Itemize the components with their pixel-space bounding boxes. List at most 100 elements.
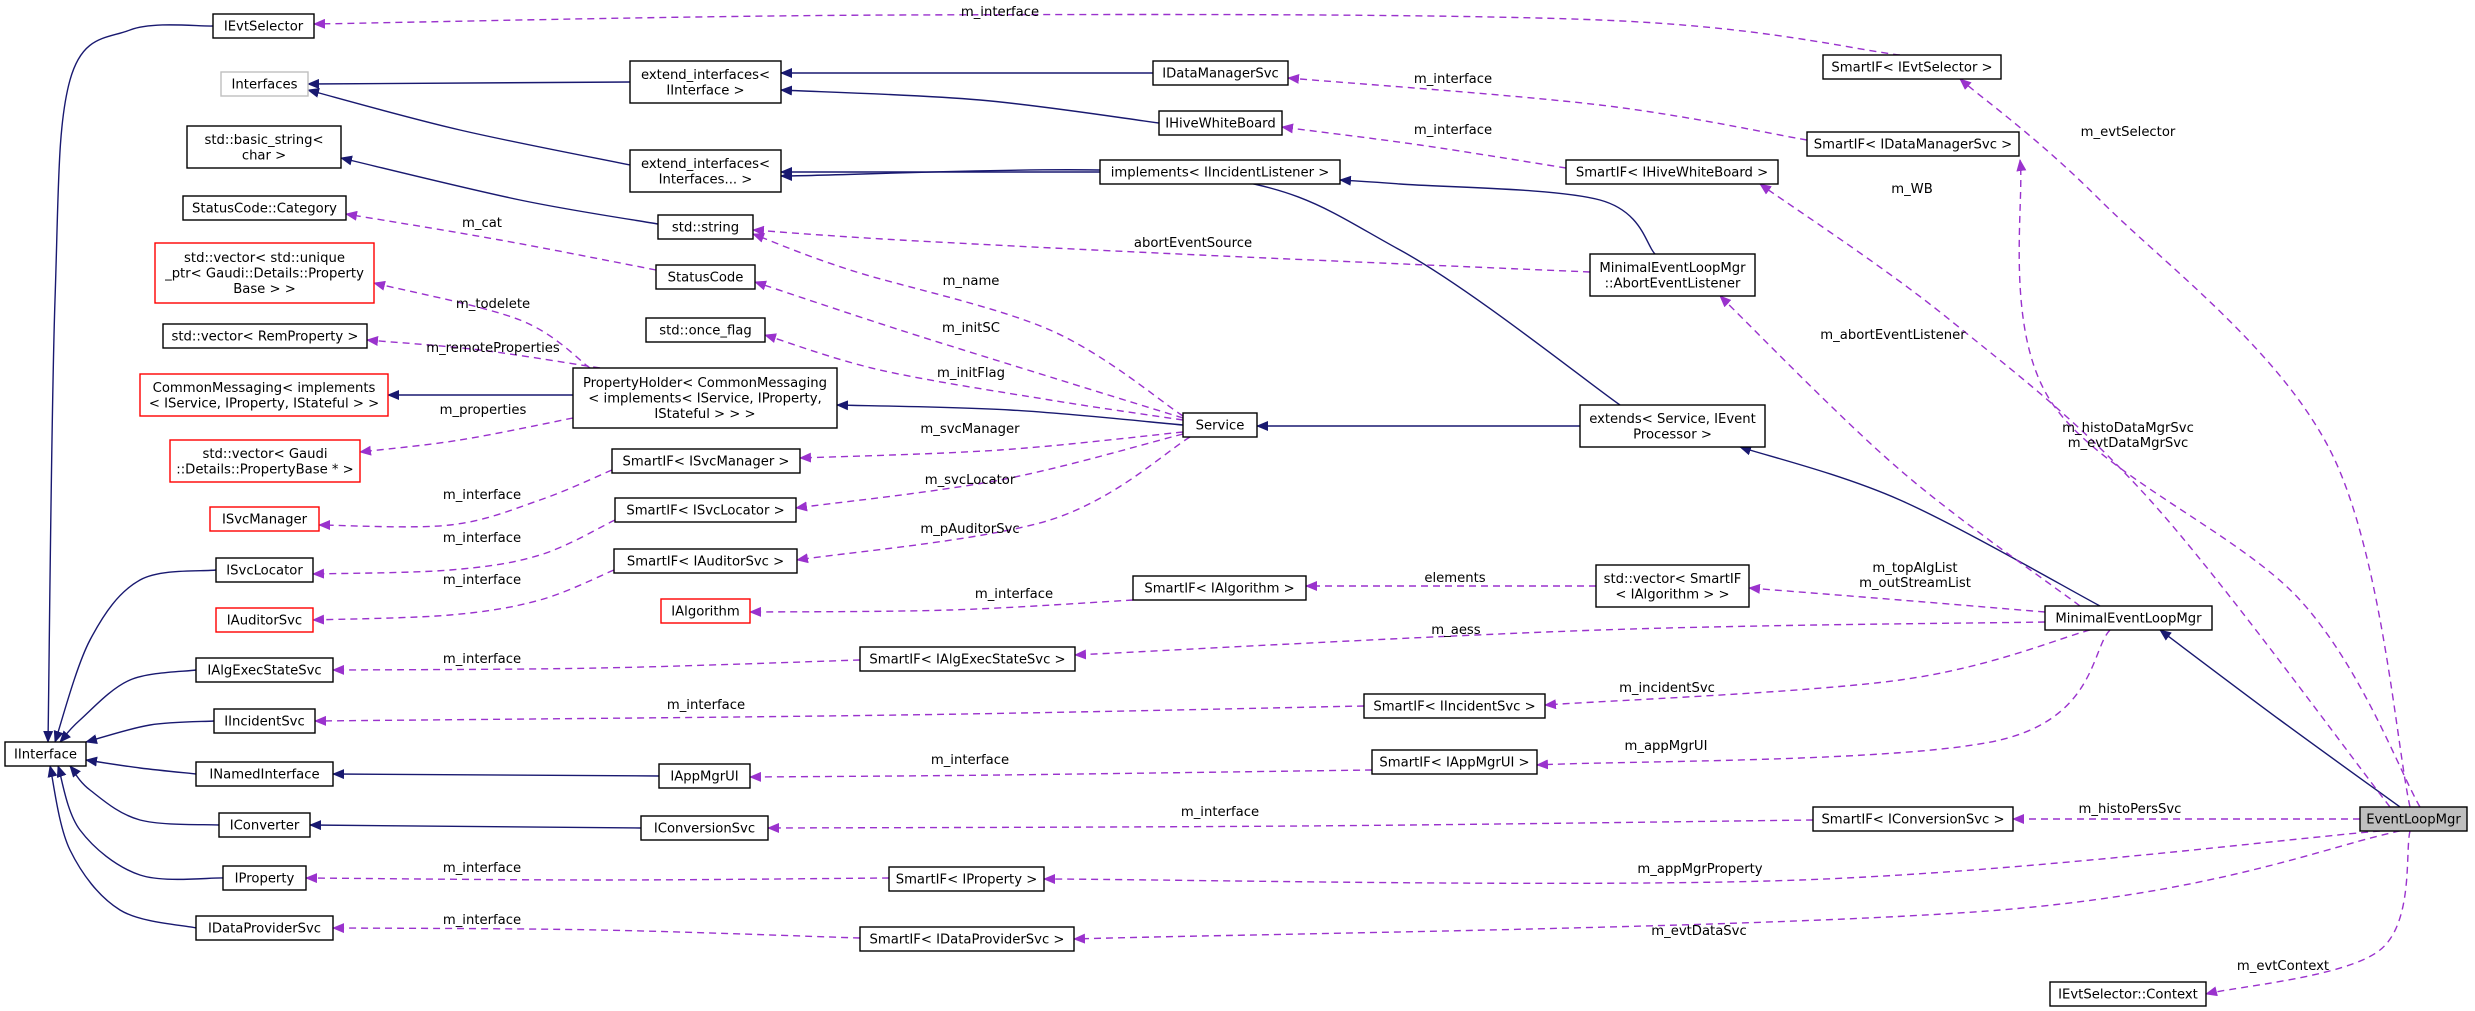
class-node-std-vector-smartif-ialgorithm[interactable]: std::vector< SmartIF< IAlgorithm > >: [1595, 564, 1750, 608]
class-node-smartif-iconversionsvc[interactable]: SmartIF< IConversionSvc >: [1812, 806, 2014, 832]
class-node-smartif-isvclocator[interactable]: SmartIF< ISvcLocator >: [614, 497, 797, 523]
edge-label-smartif-idatamanagersvc-to-idatamanagersvc: m_interface: [1414, 72, 1492, 87]
class-node-label: SmartIF< IEvtSelector >: [1831, 61, 1992, 76]
inheritance-edge-extend-interfaces-iinterface-to-interfaces: [307, 78, 631, 89]
class-node-extend-interfaces-iinterface[interactable]: extend_interfaces<IInterface >: [629, 60, 782, 104]
class-node-statuscode[interactable]: StatusCode: [655, 264, 756, 290]
class-node-smartif-iincidentsvc[interactable]: SmartIF< IIncidentSvc >: [1363, 693, 1546, 719]
class-node-box: [1363, 693, 1546, 719]
usage-edge-smartif-isvclocator-to-isvclocator: [312, 519, 616, 579]
usage-edge-smartif-ievtselector-to-ievtselector: [313, 13, 1901, 56]
class-node-label: implements< IIncidentListener >: [1111, 166, 1330, 181]
usage-edge-eventloopmgr-to-smartif-ihivewhiteboard: [1759, 183, 2391, 808]
class-node-iappmgrui[interactable]: IAppMgrUI: [658, 763, 751, 789]
class-node-smartif-idataprovidersvc[interactable]: SmartIF< IDataProviderSvc >: [859, 926, 1075, 952]
class-node-statuscode-category[interactable]: StatusCode::Category: [182, 195, 347, 221]
edge-label-smartif-ievtselector-to-ievtselector: m_interface: [961, 5, 1039, 20]
class-node-smartif-ialgexecstatesvc[interactable]: SmartIF< IAlgExecStateSvc >: [859, 646, 1076, 672]
class-node-smartif-iproperty[interactable]: SmartIF< IProperty >: [888, 866, 1045, 892]
class-node-idatamanagersvc[interactable]: IDataManagerSvc: [1152, 60, 1289, 86]
class-node-label: SmartIF< IAuditorSvc >: [627, 555, 784, 570]
usage-edge-smartif-idataprovidersvc-to-idataprovidersvc: [332, 923, 861, 939]
class-node-std-vector-remproperty[interactable]: std::vector< RemProperty >: [162, 323, 368, 349]
edge-label-smartif-isvcmanager-to-isvcmanager: m_interface: [443, 488, 521, 503]
class-node-box: [162, 323, 368, 349]
class-node-eventloopmgr[interactable]: EventLoopMgr: [2359, 806, 2468, 832]
usage-edge-service-to-smartif-iauditorsvc: [796, 436, 1191, 564]
class-node-label: std::vector< Gaudi::Details::PropertyBas…: [176, 447, 353, 478]
inheritance-edge-iappmgrui-to-inamedinterface: [332, 769, 660, 780]
class-node-ievtselector-context[interactable]: IEvtSelector::Context: [2049, 981, 2207, 1007]
class-node-ialgexecstatesvc[interactable]: IAlgExecStateSvc: [195, 657, 334, 683]
class-node-interfaces[interactable]: Interfaces: [220, 71, 309, 97]
class-node-inamedinterface[interactable]: INamedInterface: [195, 761, 334, 787]
class-node-smartif-isvcmanager[interactable]: SmartIF< ISvcManager >: [611, 448, 801, 474]
class-node-iconverter[interactable]: IConverter: [218, 812, 311, 838]
class-node-label: std::once_flag: [659, 324, 751, 339]
class-node-propertyholder[interactable]: PropertyHolder< CommonMessaging< impleme…: [572, 367, 838, 429]
class-node-label: SmartIF< IHiveWhiteBoard >: [1576, 166, 1768, 181]
class-node-smartif-iappmgrui[interactable]: SmartIF< IAppMgrUI >: [1371, 749, 1538, 775]
class-node-std-vector-unique-ptr[interactable]: std::vector< std::unique_ptr< Gaudi::Det…: [154, 242, 375, 304]
class-node-minimaleventloopmgr[interactable]: MinimalEventLoopMgr: [2044, 605, 2213, 631]
class-node-label: std::vector< std::unique_ptr< Gaudi::Det…: [164, 251, 364, 297]
class-node-label: ISvcLocator: [226, 564, 303, 579]
inheritance-edge-minimaleventloopmgr-to-extends-service-ieventprocessor: [1739, 445, 2101, 607]
class-node-iincidentsvc[interactable]: IIncidentSvc: [213, 708, 316, 734]
class-node-ievtselector[interactable]: IEvtSelector: [212, 13, 315, 39]
class-node-box: [212, 13, 315, 39]
inheritance-edge-inamedinterface-to-iinterface: [85, 756, 197, 775]
class-node-label: IIncidentSvc: [224, 715, 305, 730]
class-node-iinterface[interactable]: IInterface: [4, 741, 87, 767]
class-node-commonmessaging[interactable]: CommonMessaging< implements< IService, I…: [139, 373, 389, 417]
class-node-box: [1595, 564, 1750, 608]
class-node-std-string[interactable]: std::string: [657, 214, 754, 240]
usage-edge-propertyholder-to-std-vector-unique-ptr: [373, 280, 591, 369]
class-node-smartif-iauditorsvc[interactable]: SmartIF< IAuditorSvc >: [613, 548, 798, 574]
usage-edge-smartif-iauditorsvc-to-iauditorsvc: [312, 569, 615, 625]
edge-label-eventloopmgr-to-smartif-iproperty: m_appMgrProperty: [1637, 862, 1762, 877]
inheritance-edge-ievtselector-to-iinterface: [43, 24, 214, 743]
class-node-iauditorsvc[interactable]: IAuditorSvc: [215, 607, 314, 633]
class-node-label: extend_interfaces<Interfaces... >: [641, 157, 770, 188]
class-node-std-vector-propertybase[interactable]: std::vector< Gaudi::Details::PropertyBas…: [169, 439, 361, 483]
class-node-box: [640, 815, 769, 841]
class-node-extend-interfaces-variadic[interactable]: extend_interfaces<Interfaces... >: [629, 149, 782, 193]
class-node-label: std::basic_string<char >: [204, 133, 323, 164]
class-node-std-once-flag[interactable]: std::once_flag: [645, 317, 766, 343]
edge-label-service-to-statuscode: m_initSC: [942, 321, 1000, 336]
class-node-service[interactable]: Service: [1182, 412, 1258, 438]
class-node-implements-iincidentlistener[interactable]: implements< IIncidentListener >: [1099, 159, 1341, 185]
class-node-abort-event-listener[interactable]: MinimalEventLoopMgr::AbortEventListener: [1589, 253, 1756, 297]
class-node-iproperty[interactable]: IProperty: [222, 865, 307, 891]
class-node-isvclocator[interactable]: ISvcLocator: [215, 557, 314, 583]
class-node-std-basic-string[interactable]: std::basic_string<char >: [186, 125, 342, 169]
class-node-label: IEvtSelector::Context: [2058, 988, 2198, 1003]
class-node-iconversionsvc[interactable]: IConversionSvc: [640, 815, 769, 841]
inheritance-edge-iconverter-to-iinterface: [69, 765, 220, 826]
edge-label-std-vector-smartif-ialgorithm-to-smartif-ialgorithm: elements: [1424, 571, 1485, 586]
class-node-box: [629, 60, 782, 104]
class-node-smartif-idatamanagersvc[interactable]: SmartIF< IDataManagerSvc >: [1806, 131, 2020, 157]
class-node-label: MinimalEventLoopMgr: [2055, 612, 2202, 627]
class-node-label: SmartIF< IDataProviderSvc >: [870, 933, 1065, 948]
edge-label-minimaleventloopmgr-to-smartif-iappmgrui: m_appMgrUI: [1625, 739, 1708, 754]
class-node-idataprovidersvc[interactable]: IDataProviderSvc: [195, 915, 334, 941]
usage-edge-smartif-ialgexecstatesvc-to-ialgexecstatesvc: [332, 659, 861, 675]
class-node-box: [645, 317, 766, 343]
class-node-label: IAuditorSvc: [227, 614, 302, 629]
class-node-ialgorithm[interactable]: IAlgorithm: [660, 598, 751, 624]
class-node-smartif-ihivewhiteboard[interactable]: SmartIF< IHiveWhiteBoard >: [1565, 159, 1779, 185]
class-node-smartif-ievtselector[interactable]: SmartIF< IEvtSelector >: [1822, 54, 2002, 80]
class-node-smartif-ialgorithm[interactable]: SmartIF< IAlgorithm >: [1132, 575, 1307, 601]
class-node-label: IAppMgrUI: [670, 770, 738, 785]
class-node-isvcmanager[interactable]: ISvcManager: [209, 506, 320, 532]
class-node-label: SmartIF< IIncidentSvc >: [1373, 700, 1535, 715]
class-node-label: SmartIF< ISvcManager >: [623, 455, 790, 470]
class-node-ihivewhiteboard[interactable]: IHiveWhiteBoard: [1158, 110, 1283, 136]
edge-label-smartif-ialgorithm-to-ialgorithm: m_interface: [975, 587, 1053, 602]
